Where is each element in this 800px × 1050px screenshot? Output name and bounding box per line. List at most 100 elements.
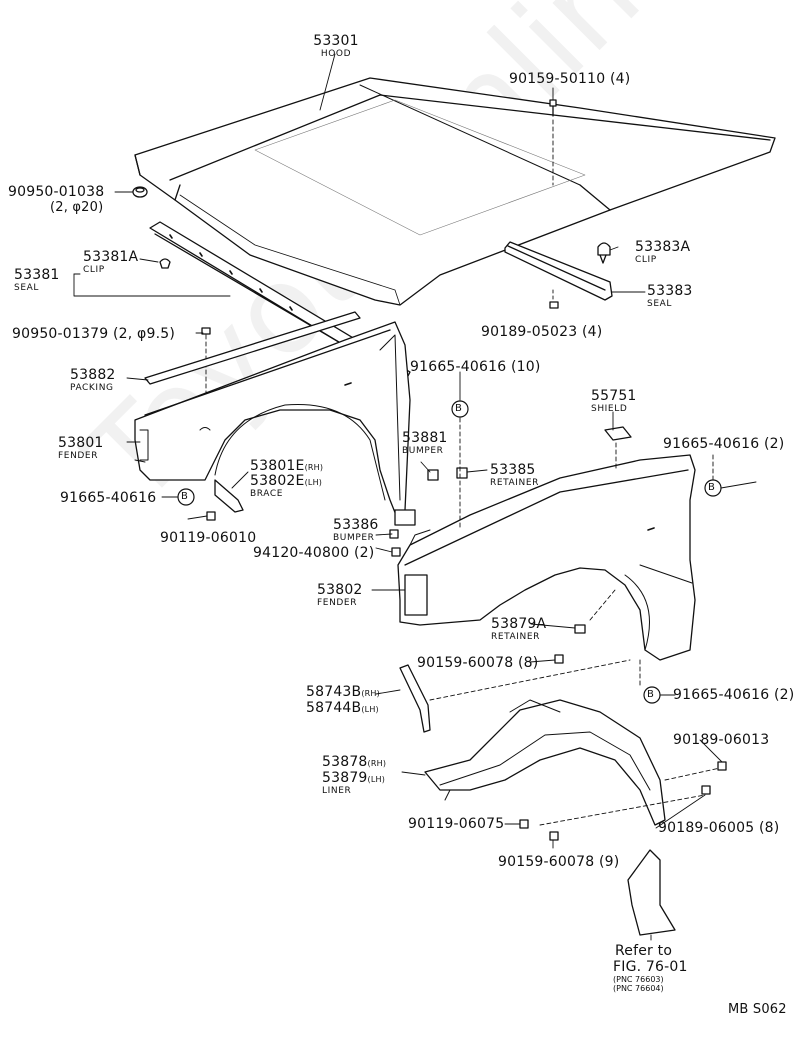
fender-53802 — [397, 454, 696, 661]
label-hood: 53301 HOOD — [306, 34, 366, 59]
brace-53801e — [214, 479, 244, 513]
callout-b-3: B — [708, 482, 715, 493]
part-name: BRACE — [250, 489, 284, 499]
seal-53383-strip — [504, 241, 613, 301]
part-number: 53383A — [635, 239, 691, 255]
label-bumper-53386: 53386 BUMPER — [333, 518, 379, 543]
part-number: 53802 — [317, 582, 363, 598]
side-rh: (RH) — [304, 463, 324, 472]
part-name: LINER — [322, 786, 352, 796]
part-number: 53381 — [14, 267, 60, 283]
part-name: SEAL — [14, 283, 39, 293]
label-retainer-53879a: 53879A RETAINER — [491, 617, 546, 642]
label-packing-53882: 53882 PACKING — [70, 368, 116, 393]
label-plug-01379: 90950-01379 (2, φ9.5) — [12, 326, 176, 342]
part-name: SHIELD — [591, 404, 628, 414]
label-moulding-58743b: 58743B(RH) 58744B(LH) — [306, 685, 380, 715]
label-bolt-06010: 90119-06010 — [160, 530, 257, 546]
label-screw-10: 91665-40616 (10) — [410, 359, 541, 375]
fender-53801 — [134, 321, 416, 526]
callout-b-1: B — [455, 403, 462, 414]
label-brace: 53801E(RH) 53802E(LH) BRACE — [250, 459, 323, 499]
label-bumper-53881: 53881 BUMPER — [402, 431, 448, 456]
label-bolt-06075: 90119-06075 — [408, 816, 505, 832]
label-fender-53801: 53801 FENDER — [58, 436, 104, 461]
ref-line-2: FIG. 76-01 — [613, 959, 688, 975]
part-number: 53879A — [491, 616, 547, 632]
part-number: 53385 — [490, 462, 536, 478]
ref-line-1: Refer to — [615, 943, 673, 959]
mudguard-shape — [627, 849, 676, 936]
retainer-53879a-shape — [574, 624, 586, 634]
part-number: 55751 — [591, 388, 637, 404]
part-name: PACKING — [70, 383, 114, 393]
label-screw-60078-9: 90159-60078 (9) — [498, 854, 620, 870]
ref-line-4: (PNC 76604) — [613, 984, 664, 993]
side-lh: (LH) — [304, 478, 323, 487]
label-screw-left: 91665-40616 — [60, 490, 157, 506]
label-screw-60078-8: 90159-60078 (8) — [417, 655, 539, 671]
part-name: RETAINER — [491, 632, 541, 642]
hood-fasteners — [132, 99, 611, 401]
part-name: RETAINER — [490, 478, 540, 488]
side-rh: (RH) — [367, 759, 387, 768]
label-screw-2-right: 91665-40616 (2) — [663, 436, 785, 452]
part-number-lh: 58744B — [306, 700, 362, 716]
label-mudguard-ref: Refer to FIG. 76-01 (PNC 76603) (PNC 766… — [613, 944, 688, 993]
label-screw-2-lower: 91665-40616 (2) — [673, 687, 795, 703]
part-name: CLIP — [83, 265, 105, 275]
part-number: 53801 — [58, 435, 104, 451]
shield-55751 — [604, 426, 632, 441]
label-nut-05023: 90189-05023 (4) — [481, 324, 603, 340]
part-number: 53882 — [70, 367, 116, 383]
part-number-rh: 53878 — [322, 754, 368, 770]
label-liner-53878: 53878(RH) 53879(LH) LINER — [322, 755, 386, 796]
label-grommet-01038: 90950-01038 (2, φ20) — [8, 185, 104, 214]
side-lh: (LH) — [361, 705, 379, 714]
label-shield-55751: 55751 SHIELD — [591, 389, 637, 414]
leader-lines — [73, 53, 757, 941]
callout-b-4: B — [647, 689, 654, 700]
part-number-lh: 53802E — [250, 473, 305, 489]
part-name: HOOD — [320, 49, 352, 59]
bumper-53386-shapes — [389, 529, 401, 557]
hood-panel — [134, 77, 776, 306]
label-nut-06005: 90189-06005 (8) — [658, 820, 780, 836]
part-name: BUMPER — [333, 533, 375, 543]
part-number: 53386 — [333, 517, 379, 533]
label-washer-40800: 94120-40800 (2) — [253, 545, 375, 561]
part-number-rh: 58743B — [306, 684, 362, 700]
label-seal-53383: 53383 SEAL — [647, 284, 693, 309]
label-clip-53383a: 53383A CLIP — [635, 240, 690, 265]
part-number: 53381A — [83, 249, 139, 265]
callout-b-2: B — [181, 491, 188, 502]
side-lh: (LH) — [367, 775, 386, 784]
part-number: 53383 — [647, 283, 693, 299]
part-name: CLIP — [635, 255, 657, 265]
part-number: 53881 — [402, 430, 448, 446]
part-name: BUMPER — [402, 446, 444, 456]
side-rh: (RH) — [361, 689, 380, 698]
part-name: SEAL — [647, 299, 672, 309]
part-name: FENDER — [58, 451, 99, 461]
page-code: MB S062 — [728, 1002, 787, 1017]
packing-53882 — [144, 311, 361, 385]
part-qty: (2, φ20) — [50, 200, 104, 215]
part-number: 53301 — [313, 33, 359, 49]
label-clip-53381a: 53381A CLIP — [83, 250, 138, 275]
ref-line-3: (PNC 76603) — [613, 975, 664, 984]
part-number: 90950-01038 — [8, 184, 105, 200]
bumper-retainer-shapes — [427, 467, 468, 481]
part-name: FENDER — [317, 598, 358, 608]
label-fender-53802: 53802 FENDER — [317, 583, 363, 608]
lower-fastener-shapes — [519, 654, 727, 841]
label-nut-06013: 90189-06013 — [673, 732, 770, 748]
label-retainer-53385: 53385 RETAINER — [490, 463, 539, 488]
label-seal-53381: 53381 SEAL — [14, 268, 60, 293]
moulding-58743b — [399, 664, 431, 733]
part-number-rh: 53801E — [250, 458, 305, 474]
label-hood-bolt: 90159-50110 (4) — [509, 71, 631, 87]
bolt-90119-06010-shape — [206, 511, 216, 521]
